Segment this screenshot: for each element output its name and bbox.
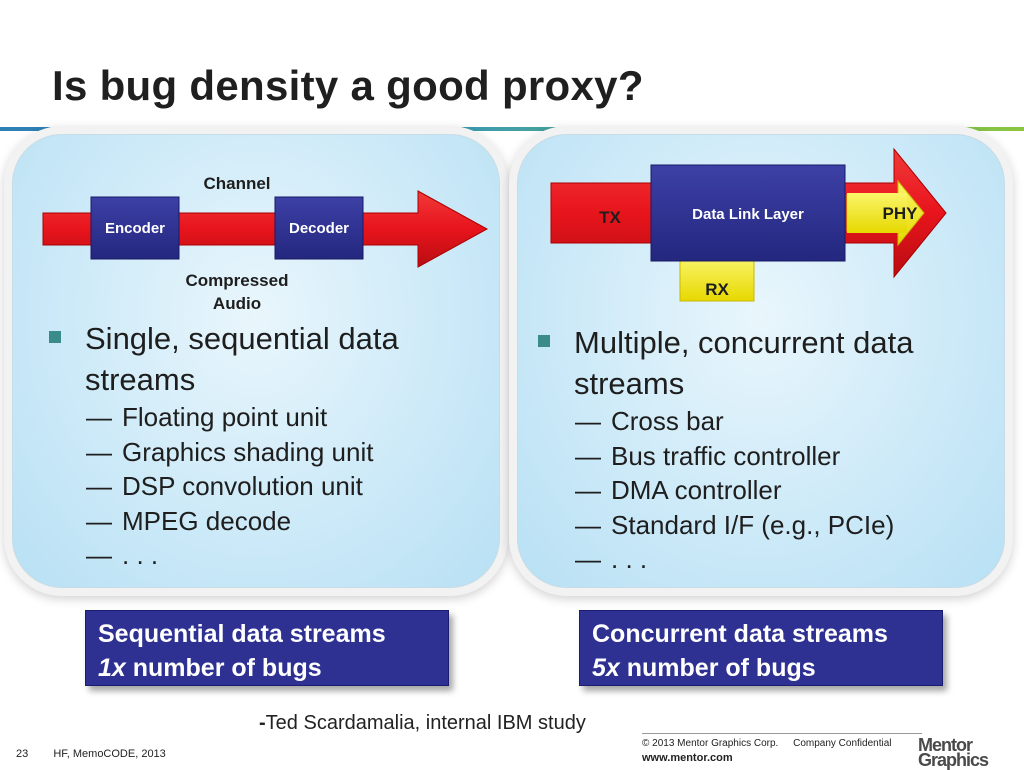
phy-label: PHY [883,204,919,223]
right-bullet-line1: Multiple, concurrent data [574,325,914,360]
left-panel: Channel Encoder Decoder Compressed Audio… [12,134,500,588]
dash-icon: — [575,440,601,471]
right-subitem: —Bus traffic controller [575,439,913,474]
website-link[interactable]: www.mentor.com [642,752,733,764]
tx-label: TX [599,208,621,227]
concurrent-callout-line2: 5x number of bugs [592,654,816,682]
left-subitem: —. . . [86,538,399,573]
event-label: HF, MemoCODE, 2013 [53,748,166,760]
compressed-audio-label-line2: Audio [213,294,261,313]
left-bullet-line1: Single, sequential data [85,321,399,356]
mentor-graphics-logo: Mentor Graphics [918,735,989,770]
left-subitem: —DSP convolution unit [86,469,399,504]
right-bullet-list: Multiple, concurrent data streams —Cross… [535,322,913,577]
page-number: 23 [16,748,29,760]
copyright-text: © 2013 Mentor Graphics Corp. [642,738,779,749]
codec-diagram: Channel Encoder Decoder Compressed Audio [42,174,489,313]
title-divider [0,127,1024,131]
right-bullet-line2: streams [574,366,685,401]
right-subitem: —. . . [575,542,913,577]
bullet-square-icon [49,331,61,343]
right-panel: PHY TX RX Data Link Layer Multiple, conc… [517,134,1005,588]
dash-icon: — [575,406,601,436]
left-subitem: —MPEG decode [86,504,399,539]
dash-icon: — [575,509,601,540]
concurrent-callout: Concurrent data streams 5x number of bug… [579,610,943,686]
decoder-label: Decoder [289,220,349,237]
left-bullet: Single, sequential data streams [46,318,399,400]
encoder-box [90,196,180,260]
dash-icon: — [575,544,601,574]
dash-icon: — [86,436,112,467]
sequential-callout-line1: Sequential data streams [98,620,386,648]
concurrent-multiplier: 5x [592,654,620,682]
footer-divider [642,733,922,734]
left-bullet-line2: streams [85,362,196,397]
right-subitem: —DMA controller [575,473,913,508]
dash-icon: — [86,402,112,432]
bullet-square-icon [538,335,550,347]
dash-icon: — [86,471,112,501]
concurrent-callout-line1: Concurrent data streams [592,620,888,648]
data-link-layer-label: Data Link Layer [692,206,804,223]
sequential-callout-line2: 1x number of bugs [98,654,322,682]
right-subitem: —Standard I/F (e.g., PCIe) [575,508,913,543]
left-subitem: —Graphics shading unit [86,435,399,470]
rx-box [679,256,755,302]
rx-label: RX [705,280,729,299]
dash-icon: — [86,505,112,536]
confidential-text: Company Confidential [793,738,892,749]
source-attribution: -Ted Scardamalia, internal IBM study [259,712,586,734]
pcie-layer-diagram: PHY TX RX Data Link Layer [550,147,947,302]
dash-icon: — [575,475,601,505]
channel-label: Channel [203,174,270,193]
data-link-layer-box [650,164,846,262]
sequential-multiplier: 1x [98,654,126,682]
encoder-label: Encoder [105,220,165,237]
right-bullet: Multiple, concurrent data streams [535,322,913,404]
left-subitem: —Floating point unit [86,400,399,435]
right-subitem: —Cross bar [575,404,913,439]
phy-box [847,193,907,233]
slide-title: Is bug density a good proxy? [52,62,644,109]
dash-icon: — [86,540,112,570]
footer-right: © 2013 Mentor Graphics Corp. Company Con… [642,738,892,764]
compressed-audio-label-line1: Compressed [186,271,289,290]
footer-left: 23 HF, MemoCODE, 2013 [16,748,188,760]
decoder-box [274,196,364,260]
sequential-callout: Sequential data streams 1x number of bug… [85,610,449,686]
left-bullet-list: Single, sequential data streams —Floatin… [46,318,399,573]
